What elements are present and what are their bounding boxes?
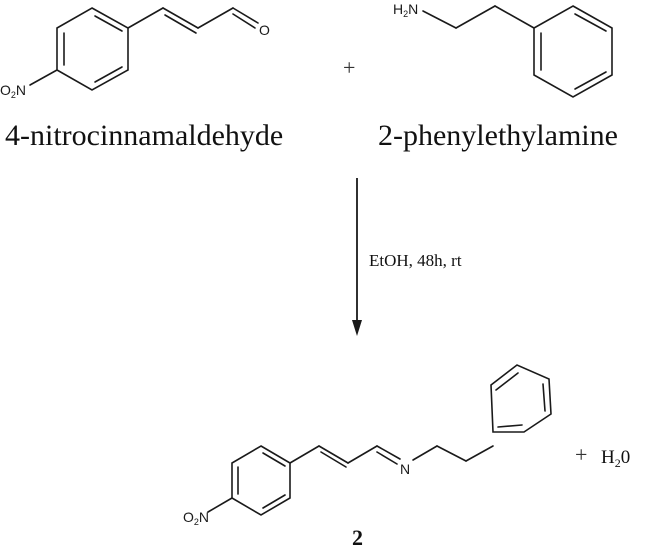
- water-formula: H20: [601, 447, 630, 470]
- arrow-head-icon: [352, 320, 362, 336]
- reaction-conditions: EtOH, 48h, rt: [369, 251, 462, 270]
- amine-group-label: H2N: [393, 1, 418, 19]
- benzene-ring: [231, 445, 291, 516]
- benzene-ring: [533, 5, 613, 98]
- reactant-2-phenylethylamine-structure: H2N: [393, 1, 613, 98]
- product-label: 2: [352, 525, 363, 550]
- reactant-2-name: 2-phenylethylamine: [378, 119, 618, 152]
- reactant-1-name: 4-nitrocinnamaldehyde: [5, 119, 283, 152]
- product-structure: O2N N: [183, 364, 552, 527]
- benzene-ring: [56, 7, 129, 91]
- product-nitro-group-label: O2N: [183, 509, 209, 527]
- benzene-ring: [490, 364, 552, 433]
- reactant-4-nitrocinnamaldehyde-structure: O2N O: [0, 7, 270, 100]
- nitro-group-label: O2N: [0, 82, 26, 100]
- plus-sign: +: [343, 55, 355, 80]
- carbonyl-oxygen-label: O: [259, 22, 270, 38]
- imine-nitrogen-label: N: [400, 461, 410, 477]
- reaction-arrow: [352, 178, 362, 336]
- byproduct-plus-sign: +: [575, 442, 587, 467]
